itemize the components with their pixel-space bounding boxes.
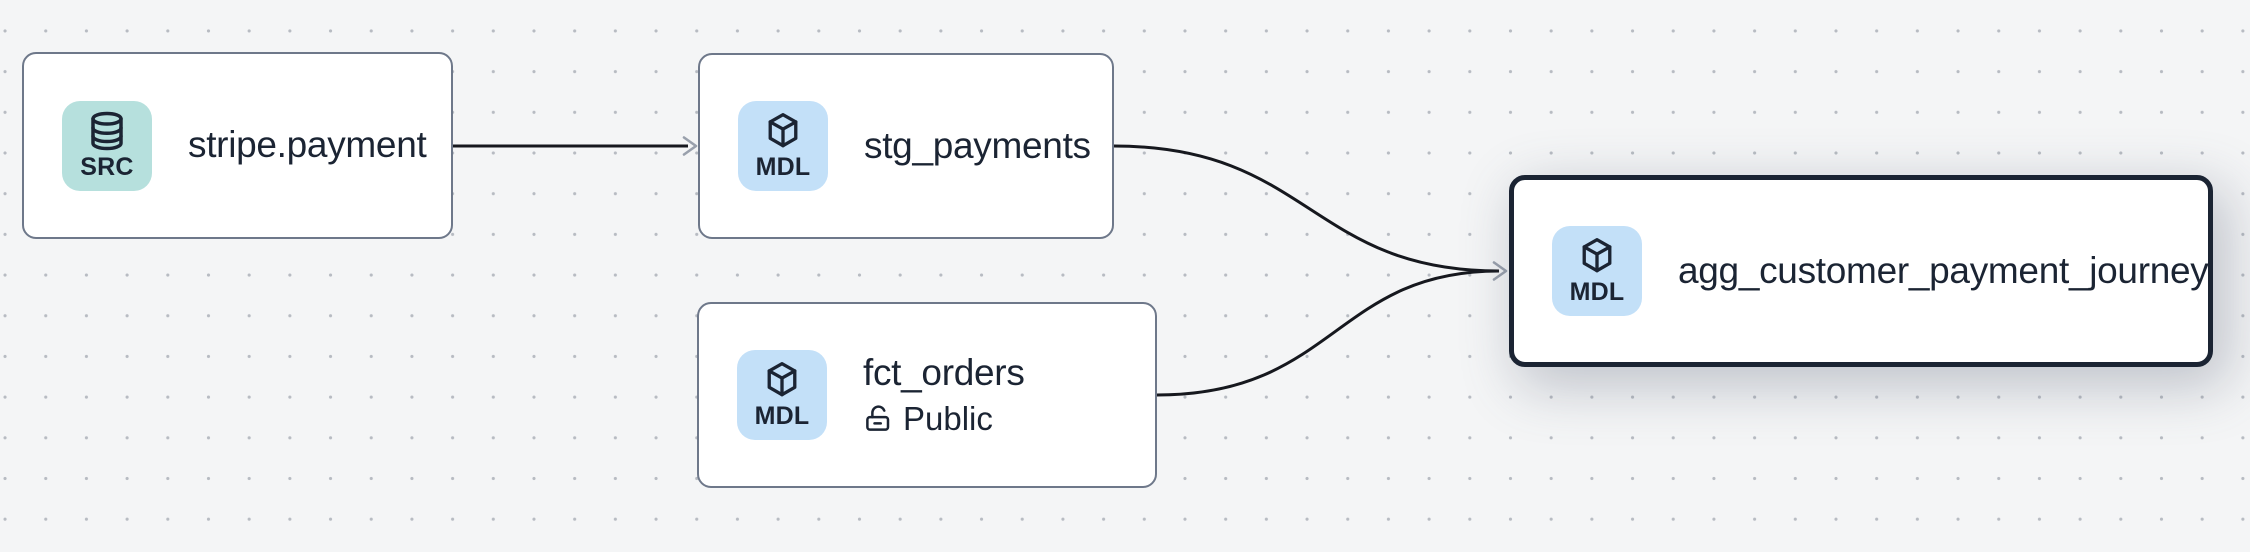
- access-label: Public: [903, 400, 993, 438]
- cube-icon: [1582, 238, 1612, 273]
- edge-fct-to-agg: [1156, 269, 1500, 397]
- arrowhead-icon: [682, 136, 698, 156]
- mdl-badge: MDL: [738, 101, 828, 191]
- access-row: Public: [863, 399, 1025, 439]
- database-icon: [91, 111, 123, 150]
- node-label: stripe.payment: [188, 124, 427, 166]
- arrowhead-icon: [1492, 261, 1508, 281]
- badge-label: MDL: [1569, 278, 1625, 307]
- node-label: fct_orders: [863, 352, 1025, 393]
- lock-open-icon: [866, 405, 890, 432]
- node-label: stg_payments: [864, 124, 1091, 166]
- cube-icon: [768, 113, 798, 148]
- edge-stg-to-agg: [1113, 144, 1500, 273]
- node-stripe-payment[interactable]: SRC stripe.payment: [22, 52, 453, 239]
- badge-label: SRC: [80, 152, 134, 181]
- node-fct-orders[interactable]: MDL fct_orders Public: [697, 302, 1157, 488]
- mdl-badge: MDL: [737, 350, 827, 440]
- mdl-badge: MDL: [1552, 226, 1642, 316]
- node-agg-customer-payment-journey[interactable]: MDL agg_customer_payment_journey: [1509, 175, 2213, 367]
- badge-label: MDL: [754, 402, 810, 431]
- src-badge: SRC: [62, 100, 152, 191]
- badge-label: MDL: [755, 153, 811, 182]
- node-label: agg_customer_payment_journey: [1678, 249, 2209, 291]
- cube-icon: [767, 362, 797, 397]
- node-stg-payments[interactable]: MDL stg_payments: [698, 53, 1114, 239]
